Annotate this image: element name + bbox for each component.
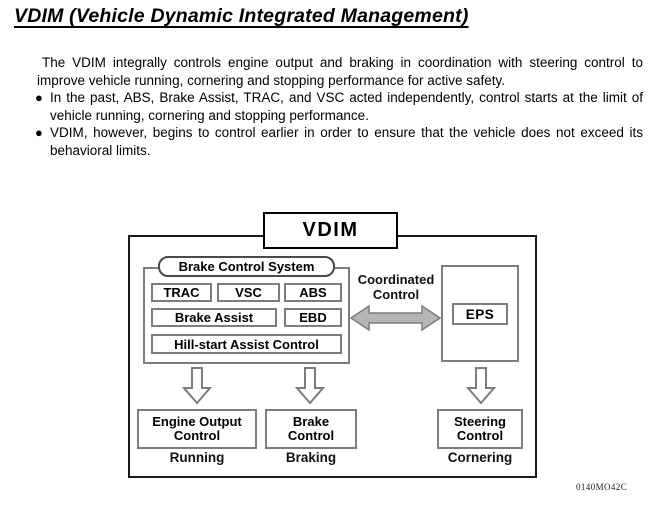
down-arrow-icon [295,367,325,405]
engine-output-control-box: Engine Output Control [137,409,257,449]
coordinated-control-label: Coordinated Control [357,272,435,302]
bullet-marker-icon: ● [35,90,43,105]
bullet-marker-icon: ● [35,125,43,140]
page-title: VDIM (Vehicle Dynamic Integrated Managem… [14,5,469,27]
steering-control-box: Steering Control [437,409,523,449]
eps-box: EPS [452,303,508,325]
bullet-item: ● In the past, ABS, Brake Assist, TRAC, … [35,89,643,124]
hill-start-assist-box: Hill-start Assist Control [151,334,342,354]
trac-box: TRAC [151,283,212,302]
brake-control-system-pill: Brake Control System [158,256,335,277]
body-text: The VDIM integrally controls engine outp… [35,54,643,159]
vdim-title-box: VDIM [263,212,398,249]
double-arrow-icon [349,304,442,332]
braking-label: Braking [285,450,337,465]
intro-paragraph: The VDIM integrally controls engine outp… [37,55,643,88]
down-arrow-icon [466,367,496,405]
figure-code: 0140MO42C [576,482,628,492]
abs-box: ABS [284,283,342,302]
cornering-label: Cornering [447,450,513,465]
down-arrow-icon [182,367,212,405]
bullet-text: In the past, ABS, Brake Assist, TRAC, an… [50,90,643,123]
bullet-text: VDIM, however, begins to control earlier… [50,125,643,158]
brake-control-box: Brake Control [265,409,357,449]
vsc-box: VSC [217,283,280,302]
brake-assist-box: Brake Assist [151,308,277,327]
ebd-box: EBD [284,308,342,327]
bullet-item: ● VDIM, however, begins to control earli… [35,124,643,159]
running-label: Running [169,450,225,465]
